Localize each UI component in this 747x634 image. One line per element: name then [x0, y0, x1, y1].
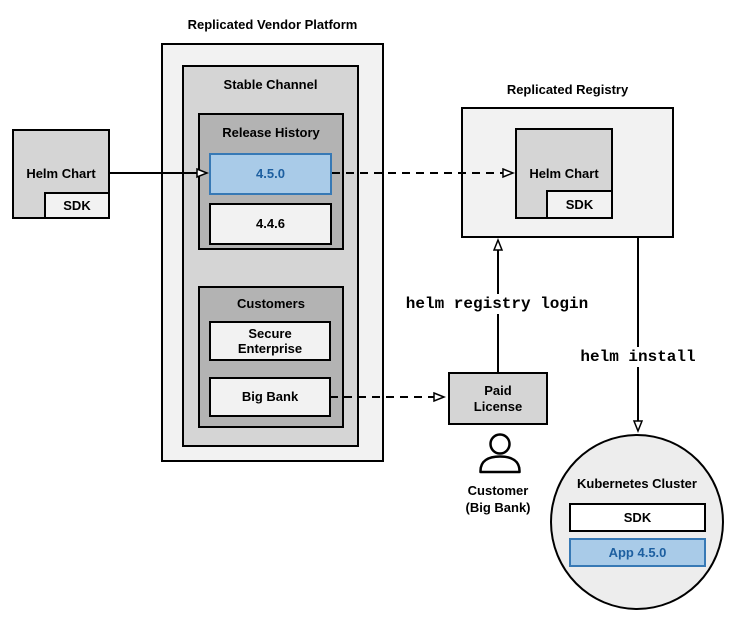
- kubernetes-sdk-box: SDK: [569, 503, 706, 532]
- registry-sdk-box: SDK: [546, 190, 613, 219]
- helm-chart-source-sdk-box: SDK: [44, 192, 110, 219]
- customer-secure-enterprise-box: Secure Enterprise: [209, 321, 331, 361]
- person-icon: [479, 433, 521, 474]
- helm-install-command: helm install: [518, 347, 747, 367]
- kubernetes-app-box: App 4.5.0: [569, 538, 706, 567]
- release-446-box: 4.4.6: [209, 203, 332, 245]
- release-history-title: Release History: [222, 125, 320, 140]
- release-450-box: 4.5.0: [209, 153, 332, 195]
- vendor-platform-title: Replicated Vendor Platform: [187, 17, 358, 32]
- customer-caption: Customer (Big Bank): [465, 483, 531, 515]
- helm-registry-login-command: helm registry login: [377, 294, 617, 314]
- registry-title: Replicated Registry: [506, 82, 629, 97]
- kubernetes-cluster-title: Kubernetes Cluster: [577, 476, 697, 491]
- stable-channel-title: Stable Channel: [223, 77, 318, 92]
- customer-big-bank-box: Big Bank: [209, 377, 331, 417]
- customers-title: Customers: [237, 296, 305, 311]
- paid-license-box: Paid License: [448, 372, 548, 425]
